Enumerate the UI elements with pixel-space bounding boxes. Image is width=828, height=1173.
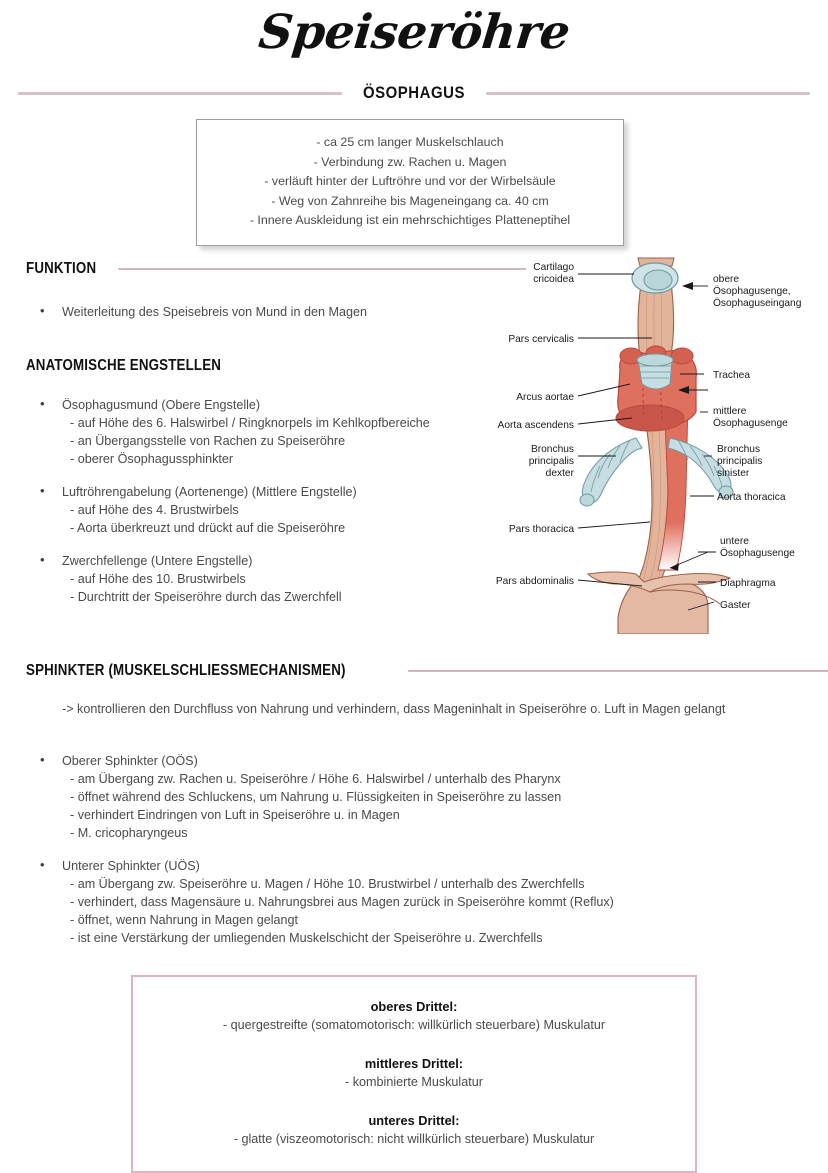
divider-right <box>485 91 811 95</box>
list-item: Unterer Sphinkter (UÖS) <box>26 856 614 875</box>
muscle-group-text: - glatte (viszeomotorisch: nicht willkür… <box>233 1132 595 1146</box>
sub-line: - Durchtritt der Speiseröhre durch das Z… <box>70 590 342 604</box>
sub-line: - auf Höhe des 4. Brustwirbels <box>70 503 239 517</box>
section-divider <box>407 669 828 673</box>
info-line: - Verbindung zw. Rachen u. Magen <box>313 154 507 169</box>
sub-line: - am Übergang zw. Speiseröhre u. Magen /… <box>70 877 585 891</box>
figure-label-untere-1: untere <box>720 536 749 547</box>
section-heading-sphinkter: SPHINKTER (MUSKELSCHLIESSMECHANISMEN) <box>26 660 828 682</box>
sub-line: - ist eine Verstärkung der umliegenden M… <box>70 931 543 945</box>
section-heading-label: ANATOMISCHE ENGSTELLEN <box>26 357 222 374</box>
sub-line: - oberer Ösophagussphinkter <box>70 452 234 466</box>
muscle-group-title: oberes Drittel: <box>370 999 458 1014</box>
page-subtitle: ÖSOPHAGUS <box>363 83 466 102</box>
divider-left <box>18 91 343 95</box>
figure-label-trachea: Trachea <box>713 370 750 381</box>
list-item: Zwerchfellenge (Untere Engstelle) <box>26 551 430 570</box>
list-item: Luftröhrengabelung (Aortenenge) (Mittler… <box>26 482 430 501</box>
sub-line: - auf Höhe des 6. Halswirbel / Ringknorp… <box>70 416 430 430</box>
sphinkter-group: Oberer Sphinkter (OÖS) - am Übergang zw.… <box>26 751 614 842</box>
figure-label-aorta-ascendens: Aorta ascendens <box>498 420 574 431</box>
muscle-group-title: mittleres Drittel: <box>364 1056 464 1071</box>
section-heading-label: FUNKTION <box>26 260 97 277</box>
sphinkter-group: Unterer Sphinkter (UÖS) - am Übergang zw… <box>26 856 614 947</box>
figure-label-bronchus-sinister-2: principalis <box>717 456 762 467</box>
section-heading-engstellen: ANATOMISCHE ENGSTELLEN <box>26 355 253 377</box>
funktion-content: Weiterleitung des Speisebreis von Mund i… <box>26 302 367 321</box>
muscle-group: unteres Drittel: - glatte (viszeomotoris… <box>143 1111 685 1149</box>
figure-label-arcus-aortae: Arcus aortae <box>516 392 574 403</box>
section-divider <box>117 267 526 271</box>
sub-line: - verhindert, dass Magensäure u. Nahrung… <box>70 895 614 909</box>
sub-line: - öffnet, wenn Nahrung in Magen gelangt <box>70 913 299 927</box>
list-item: Oberer Sphinkter (OÖS) <box>26 751 614 770</box>
figure-label-bronchus-sinister-1: Bronchus <box>717 444 760 455</box>
figure-label-untere-2: Ösophagusenge <box>720 547 795 559</box>
figure-label-cartilago-2: cricoidea <box>533 274 574 285</box>
sphinkter-content: Oberer Sphinkter (OÖS) - am Übergang zw.… <box>26 751 614 947</box>
figure-label-pars-abdominalis: Pars abdominalis <box>496 576 574 587</box>
engstellen-group: Luftröhrengabelung (Aortenenge) (Mittler… <box>26 482 430 537</box>
engstellen-content: Ösophagusmund (Obere Engstelle) - auf Hö… <box>26 395 430 606</box>
section-heading-label: SPHINKTER (MUSKELSCHLIESSMECHANISMEN) <box>26 662 346 679</box>
list-item: Weiterleitung des Speisebreis von Mund i… <box>26 302 367 321</box>
figure-label-mittlere-2: Ösophagusenge <box>713 417 788 429</box>
figure-label-pars-cervicalis: Pars cervicalis <box>508 334 574 345</box>
sub-line: - verhindert Eindringen von Luft in Spei… <box>70 808 400 822</box>
intro-line: -> kontrollieren den Durchfluss von Nahr… <box>62 702 726 716</box>
page-title-area: Speiseröhre <box>0 5 828 60</box>
muscle-group-title: unteres Drittel: <box>368 1113 460 1128</box>
figure-label-diaphragma: Diaphragma <box>720 578 776 589</box>
muscle-group-text: - kombinierte Muskulatur <box>345 1075 483 1089</box>
figure-label-obere-3: Ösophaguseingang <box>713 297 802 309</box>
info-line: - Weg von Zahnreihe bis Mageneingang ca.… <box>271 193 549 208</box>
sub-line: - am Übergang zw. Rachen u. Speiseröhre … <box>70 772 561 786</box>
sub-line: - Aorta überkreuzt und drückt auf die Sp… <box>70 521 346 535</box>
figure-label-cartilago-1: Cartilago <box>533 262 574 273</box>
muscle-layers-box: oberes Drittel: - quergestreifte (somato… <box>131 975 697 1173</box>
figure-label-gaster: Gaster <box>720 600 751 611</box>
figure-label-mittlere-1: mittlere <box>713 406 747 417</box>
figure-label-obere-2: Ösophagusenge, <box>713 285 791 297</box>
muscle-group-text: - quergestreifte (somatomotorisch: willk… <box>222 1018 606 1032</box>
sub-line: - öffnet während des Schluckens, um Nahr… <box>70 790 562 804</box>
sphinkter-intro: -> kontrollieren den Durchfluss von Nahr… <box>62 700 725 718</box>
sub-line: - an Übergangsstelle von Rachen zu Speis… <box>70 434 346 448</box>
section-heading-funktion: FUNKTION <box>26 258 526 280</box>
figure-label-bronchus-sinister-3: sinister <box>717 468 750 479</box>
figure-label-bronchus-dexter-2: principalis <box>529 456 574 467</box>
list-item: Ösophagusmund (Obere Engstelle) <box>26 395 430 414</box>
sub-line: - auf Höhe des 10. Brustwirbels <box>70 572 246 586</box>
engstellen-group: Zwerchfellenge (Untere Engstelle) - auf … <box>26 551 430 606</box>
figure-label-obere-1: obere <box>713 274 739 285</box>
figure-label-aorta-thoracica: Aorta thoracica <box>717 492 786 503</box>
page-title: Speiseröhre <box>255 5 573 60</box>
subtitle-row: ÖSOPHAGUS <box>0 80 828 106</box>
intro-info-box: - ca 25 cm langer Muskelschlauch - Verbi… <box>196 119 624 246</box>
muscle-group: oberes Drittel: - quergestreifte (somato… <box>143 997 685 1035</box>
info-line: - Innere Auskleidung ist ein mehrschicht… <box>249 213 571 227</box>
figure-label-bronchus-dexter-1: Bronchus <box>531 444 574 455</box>
info-line: - ca 25 cm langer Muskelschlauch <box>316 135 504 149</box>
esophagus-anatomy-figure: Cartilago cricoidea Pars cervicalis Arcu… <box>492 252 828 634</box>
figure-label-bronchus-dexter-3: dexter <box>546 468 575 479</box>
info-line: - verläuft hinter der Luftröhre und vor … <box>264 174 556 188</box>
sub-line: - M. cricopharyngeus <box>70 826 188 840</box>
muscle-group: mittleres Drittel: - kombinierte Muskula… <box>143 1054 685 1092</box>
engstellen-group: Ösophagusmund (Obere Engstelle) - auf Hö… <box>26 395 430 468</box>
figure-label-pars-thoracica: Pars thoracica <box>509 524 574 535</box>
